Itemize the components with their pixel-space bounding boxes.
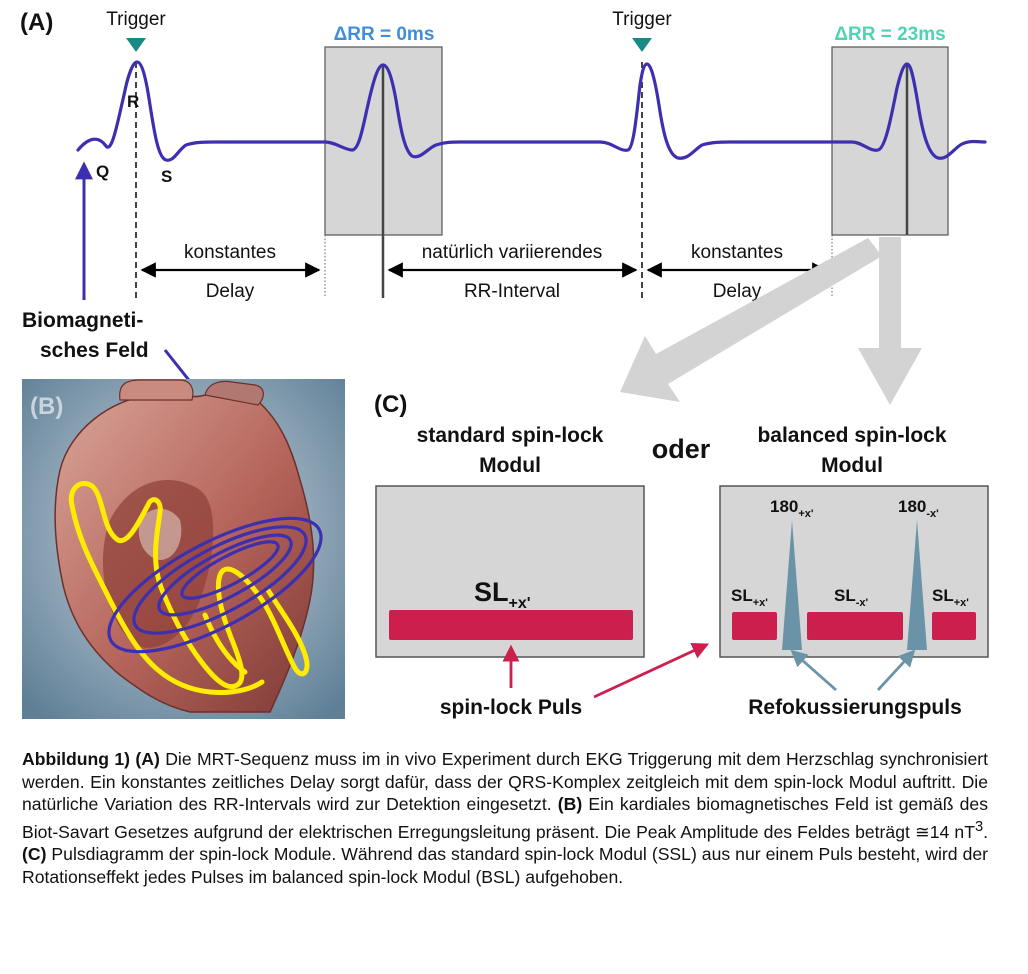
interval-1-line1: konstantes	[184, 242, 276, 263]
caption-footnote: 3	[974, 818, 984, 835]
bsl-pulse-3	[932, 612, 976, 640]
spinlock-arrow-diag	[593, 643, 710, 699]
bsl-pulse-1	[732, 612, 777, 640]
wave-label-r: R	[127, 92, 139, 111]
bsl-pulse-label-3: SL+x'	[932, 586, 969, 609]
interval-3-line2: Delay	[713, 281, 762, 302]
trigger-marker-1	[126, 38, 146, 52]
bsl-pulse-label-1: SL+x'	[731, 586, 768, 609]
ecg-trace	[76, 60, 987, 162]
refokussierungspuls-label: Refokussierungspuls	[748, 696, 962, 719]
caption-text-c: Pulsdiagramm der spin-lock Module. Währe…	[22, 844, 988, 887]
refocus-arrow-1	[790, 649, 837, 692]
refocus-arrow-2	[876, 649, 916, 691]
caption-text-b: Ein kardiales biomagnetisches Feld ist g…	[22, 794, 988, 842]
bsl-title-line1: balanced spin-lock	[757, 424, 946, 447]
panel-c-label: (C)	[374, 391, 407, 418]
caption-text-a: Die MRT-Sequenz muss im in vivo Experime…	[22, 749, 988, 815]
heart-panel	[22, 379, 345, 719]
panel-a-label: (A)	[20, 9, 53, 36]
ssl-pulse-label: SL+x'	[474, 577, 531, 612]
interval-3-line1: konstantes	[691, 242, 783, 263]
big-arrow-left	[620, 238, 882, 402]
refocus-label-1: 180+x'	[770, 497, 814, 520]
caption-label-b: (B)	[557, 794, 583, 815]
trigger-label-1: Trigger	[106, 9, 166, 30]
big-arrow-down	[858, 237, 922, 405]
refocus-label-2: 180-x'	[898, 497, 939, 520]
ssl-title-line1: standard spin-lock	[417, 424, 604, 447]
oder-label: oder	[652, 434, 711, 464]
refocus-pulse-1	[782, 520, 802, 650]
caption-label-c: (C)	[22, 844, 47, 865]
bsl-pulse-label-2: SL-x'	[834, 586, 869, 609]
field-label-line2: sches Feld	[40, 339, 149, 362]
ssl-title-line2: Modul	[479, 454, 541, 477]
trigger-label-2: Trigger	[612, 9, 672, 30]
interval-2-line2: RR-Interval	[464, 281, 560, 302]
interval-1-line2: Delay	[206, 281, 255, 302]
figure-caption: Abbildung 1) (A) Die MRT-Sequenz muss im…	[22, 748, 988, 888]
bsl-title-line2: Modul	[821, 454, 883, 477]
figure: (A) Trigger Trigger ΔRR = 0ms ΔRR = 23ms…	[20, 9, 989, 719]
delta-rr-label-2: ΔRR = 23ms	[834, 24, 945, 45]
refocus-pulse-2	[907, 520, 927, 650]
caption-text-b-end: .	[983, 821, 988, 842]
wave-label-q: Q	[96, 162, 109, 181]
field-label-line1: Biomagneti-	[22, 309, 143, 332]
panel-b-label: (B)	[30, 393, 63, 420]
bsl-pulse-2	[807, 612, 903, 640]
trigger-marker-2	[632, 38, 652, 52]
ssl-pulse	[389, 610, 633, 640]
interval-2-line1: natürlich variierendes	[422, 242, 603, 263]
caption-title: Abbildung 1) (A)	[22, 749, 160, 769]
delta-rr-label-1: ΔRR = 0ms	[334, 24, 435, 45]
spin-lock-puls-label: spin-lock Puls	[440, 696, 582, 719]
wave-label-s: S	[161, 167, 172, 186]
